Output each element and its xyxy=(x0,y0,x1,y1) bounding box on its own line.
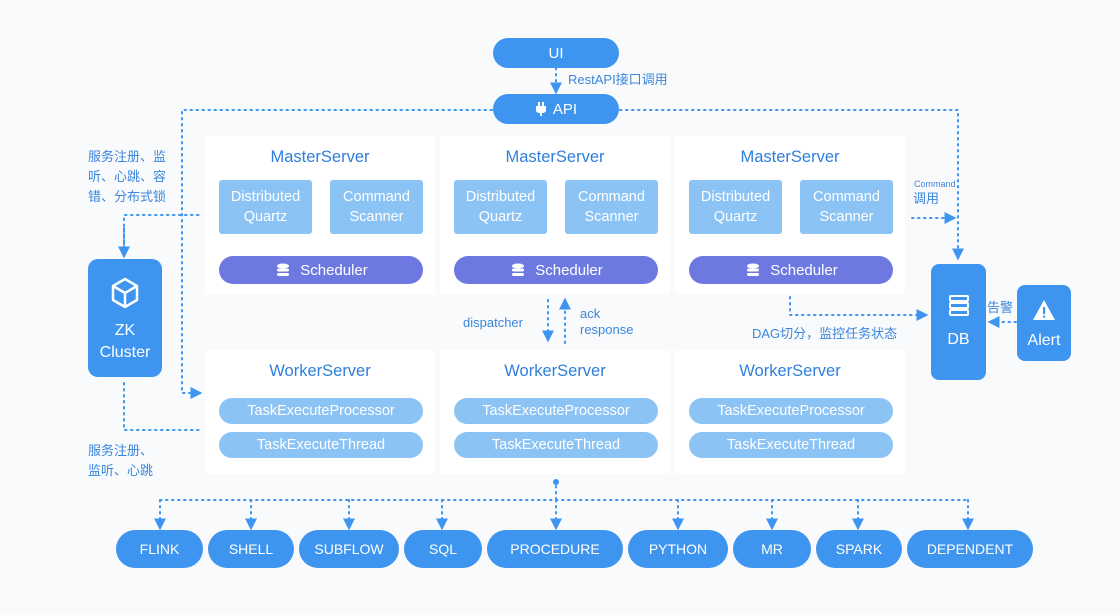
task-sql: SQL xyxy=(404,530,482,568)
command-call-label: 调用 xyxy=(913,191,940,206)
task-spark: SPARK xyxy=(816,530,902,568)
alert-node: Alert xyxy=(1017,285,1071,361)
rest-api-label: RestAPI接口调用 xyxy=(568,72,668,87)
dag-label: DAG切分，监控任务状态 xyxy=(752,326,898,341)
quartz-line: Distributed xyxy=(700,189,771,205)
worker-registration-label: 服务注册、 监听、心跳 xyxy=(88,441,153,481)
scanner-line: Scanner xyxy=(349,209,404,225)
ack-response-label: ack response xyxy=(580,306,633,338)
master-server-title: MasterServer xyxy=(740,148,840,166)
database-stack-icon xyxy=(747,263,760,276)
db-node: DB xyxy=(931,264,986,380)
scanner-line: Scanner xyxy=(584,209,639,225)
zk-registration-label: 服务注册、监 听、心跳、容 错、分布式锁 xyxy=(88,147,184,207)
worker-server-panel: WorkerServer TaskExecuteProcessor TaskEx… xyxy=(440,350,670,474)
database-stack-icon xyxy=(277,263,290,276)
ui-label: UI xyxy=(548,44,564,62)
task-dependent: DEPENDENT xyxy=(907,530,1033,568)
scheduler-pill: Scheduler xyxy=(454,256,658,284)
worker-registration-line: 监听、心跳 xyxy=(88,463,154,478)
response-line: response xyxy=(580,322,634,337)
quartz-line: Quartz xyxy=(713,209,758,225)
worker-server-panel: WorkerServer TaskExecuteProcessor TaskEx… xyxy=(675,350,905,474)
worker-server-panel: WorkerServer TaskExecuteProcessor TaskEx… xyxy=(205,350,435,474)
warning-icon xyxy=(1033,300,1055,320)
task-execute-thread: TaskExecuteThread xyxy=(689,432,893,458)
master-server-title: MasterServer xyxy=(270,148,370,166)
task-execute-processor: TaskExecuteProcessor xyxy=(689,398,893,424)
worker-server-title: WorkerServer xyxy=(269,362,371,380)
scanner-line: Scanner xyxy=(819,209,874,225)
worker-server-title: WorkerServer xyxy=(739,362,841,380)
task-subflow: SUBFLOW xyxy=(299,530,399,568)
task-procedure: PROCEDURE xyxy=(487,530,623,568)
scheduler-label: Scheduler xyxy=(535,261,603,279)
dispatcher-label: dispatcher xyxy=(463,315,523,330)
database-stack-icon xyxy=(512,263,525,276)
task-execute-processor: TaskExecuteProcessor xyxy=(454,398,658,424)
command-small-label: Command xyxy=(914,179,956,189)
alert-label: Alert xyxy=(1027,332,1061,349)
ack-line: ack xyxy=(580,306,601,321)
zk-label: ZK xyxy=(114,322,136,339)
scheduler-label: Scheduler xyxy=(300,261,368,279)
worker-registration-line: 服务注册、 xyxy=(88,443,154,458)
cluster-label: Cluster xyxy=(99,344,151,361)
zk-registration-line: 服务注册、监 xyxy=(88,149,167,164)
master-server-title: MasterServer xyxy=(505,148,605,166)
task-flink: FLINK xyxy=(116,530,203,568)
quartz-line: Distributed xyxy=(465,189,536,205)
ui-node: UI xyxy=(493,38,619,68)
zk-registration-line: 错、分布式锁 xyxy=(88,189,167,204)
alarm-label: 告警 xyxy=(987,300,1014,315)
task-shell: SHELL xyxy=(208,530,294,568)
zk-cluster-node: ZK Cluster xyxy=(88,259,162,377)
quartz-line: Quartz xyxy=(243,209,288,225)
plug-icon xyxy=(535,102,546,116)
scheduler-pill: Scheduler xyxy=(219,256,423,284)
scheduler-pill: Scheduler xyxy=(689,256,893,284)
quartz-line: Distributed xyxy=(230,189,301,205)
cube-icon xyxy=(111,277,139,309)
task-mr: MR xyxy=(733,530,811,568)
worker-server-title: WorkerServer xyxy=(504,362,606,380)
scanner-line: Command xyxy=(343,189,410,205)
task-execute-processor: TaskExecuteProcessor xyxy=(219,398,423,424)
db-label: DB xyxy=(947,331,970,348)
quartz-line: Quartz xyxy=(478,209,523,225)
api-label: API xyxy=(552,100,578,118)
task-python: PYTHON xyxy=(628,530,728,568)
task-execute-thread: TaskExecuteThread xyxy=(454,432,658,458)
task-execute-thread: TaskExecuteThread xyxy=(219,432,423,458)
scheduler-label: Scheduler xyxy=(770,261,838,279)
zk-registration-line: 听、心跳、容 xyxy=(88,169,167,184)
api-node: API xyxy=(493,94,619,124)
scanner-line: Command xyxy=(813,189,880,205)
server-icon xyxy=(948,295,969,316)
scanner-line: Command xyxy=(578,189,645,205)
